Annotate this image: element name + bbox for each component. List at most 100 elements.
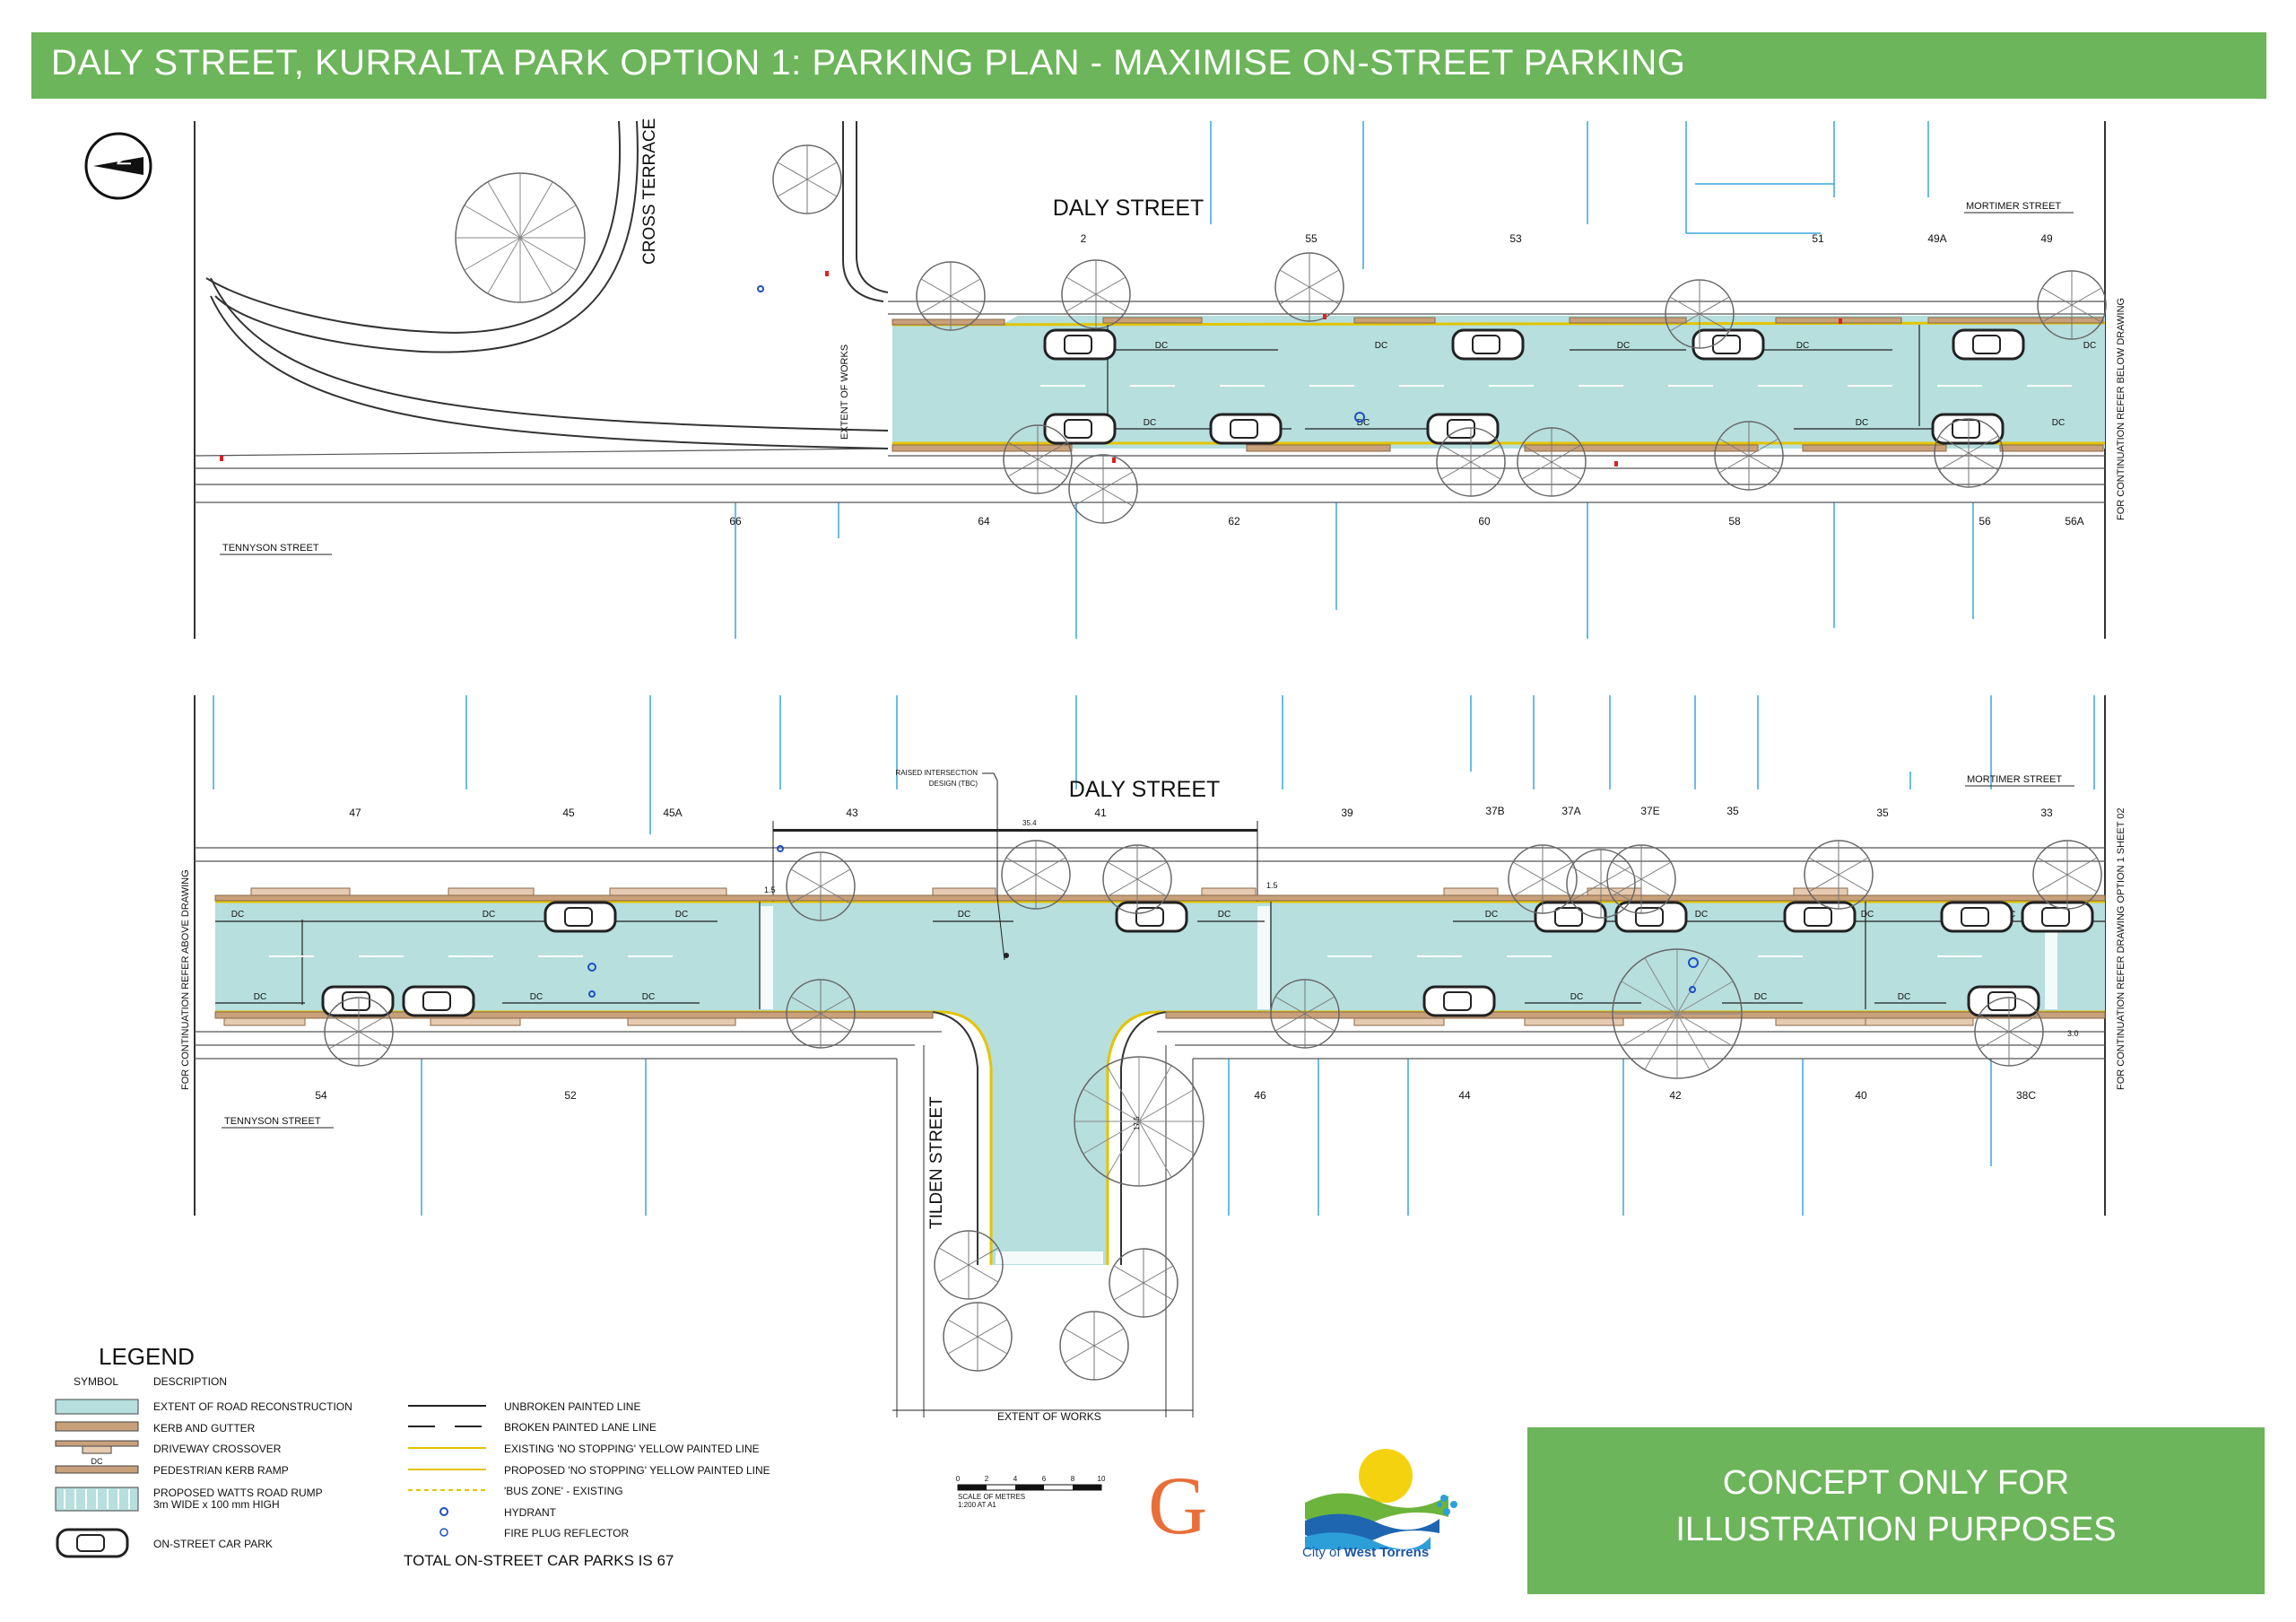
extent-of-works-label: EXTENT OF WORKS: [997, 1410, 1101, 1423]
car-park: [321, 985, 395, 1017]
total-car-parks: TOTAL ON-STREET CAR PARKS IS 67: [404, 1552, 674, 1569]
council-name: West Torrens: [1344, 1545, 1430, 1560]
g-logo: G: [1148, 1460, 1208, 1551]
car-park: [1614, 901, 1688, 933]
legend-item: EXISTING 'NO STOPPING' YELLOW PAINTED LI…: [504, 1443, 760, 1455]
legend-item: 'BUS ZONE' - EXISTING: [504, 1485, 623, 1497]
svg-text:53: 53: [1509, 232, 1522, 245]
svg-text:60: 60: [1478, 515, 1491, 528]
svg-text:DC: DC: [1155, 341, 1168, 351]
tennyson-label: TENNYSON STREET: [222, 543, 319, 554]
legend-description-header: DESCRIPTION: [153, 1375, 228, 1388]
svg-text:DC: DC: [958, 910, 970, 920]
street-label: DALY STREET: [1053, 196, 1205, 221]
svg-text:DC: DC: [1485, 910, 1498, 920]
svg-text:2: 2: [985, 1475, 989, 1483]
car-park: [1115, 901, 1188, 933]
road-reconstruction-top: [892, 316, 2105, 449]
dimension-30: 3.0: [2067, 1029, 2079, 1038]
extent-of-works-label: EXTENT OF WORKS: [839, 344, 850, 440]
mortimer-label: MORTIMER STREET: [1966, 201, 2061, 212]
svg-text:42: 42: [1669, 1089, 1682, 1102]
svg-text:DC: DC: [1754, 992, 1767, 1002]
svg-text:DC: DC: [1898, 992, 1910, 1002]
svg-text:DC: DC: [1617, 341, 1630, 351]
svg-text:37E: 37E: [1640, 805, 1659, 817]
fire-plug-icon: [439, 1528, 448, 1537]
car-park: [1209, 413, 1283, 445]
title-banner: DALY STREET, KURRALTA PARK OPTION 1: PAR…: [31, 32, 2266, 99]
svg-text:DC: DC: [1357, 418, 1370, 428]
svg-text:DC: DC: [2052, 418, 2065, 428]
hydrant-icon: [439, 1507, 448, 1516]
car-park: [1692, 328, 1765, 361]
continuation-left: FOR CONTINUATION REFER ABOVE DRAWING: [180, 869, 191, 1090]
svg-text:DC: DC: [1796, 341, 1809, 351]
legend-item: ON-STREET CAR PARK: [153, 1538, 273, 1550]
concept-line-1: CONCEPT ONLY FOR: [1722, 1464, 2070, 1502]
legend-item: PEDESTRIAN KERB RAMP: [153, 1464, 289, 1477]
lot-numbers-bottom: 47 45 45A 43 41 39 37B 37A 37E 35 35 33 …: [315, 805, 2053, 1102]
north-arrow-icon: N: [84, 132, 152, 200]
legend-symbol-header: SYMBOL: [74, 1375, 119, 1388]
svg-text:8: 8: [1071, 1475, 1075, 1483]
lot-numbers-top: 2 55 53 51 49A 49 66 64 62 60 58 56 56A: [729, 232, 2083, 528]
legend-symbols: DC: [55, 1399, 486, 1558]
tilden-label: TILDEN STREET: [927, 1096, 946, 1229]
svg-text:58: 58: [1728, 515, 1741, 528]
svg-text:39: 39: [1341, 807, 1353, 819]
svg-text:4: 4: [1013, 1475, 1018, 1483]
svg-text:47: 47: [349, 807, 361, 819]
svg-text:66: 66: [729, 515, 742, 528]
svg-text:DESIGN (TBC): DESIGN (TBC): [929, 780, 978, 788]
raised-intersection-note: RAISED INTERSECTION DESIGN (TBC): [895, 769, 978, 788]
car-park: [1940, 901, 2013, 933]
svg-text:DC: DC: [254, 992, 266, 1002]
svg-text:49: 49: [2040, 232, 2053, 245]
svg-text:49A: 49A: [1927, 232, 1946, 245]
svg-text:51: 51: [1812, 232, 1824, 245]
svg-text:62: 62: [1228, 515, 1240, 528]
legend-item: FIRE PLUG REFLECTOR: [504, 1527, 630, 1539]
svg-text:1:200 AT A1: 1:200 AT A1: [958, 1501, 996, 1509]
svg-text:DC: DC: [642, 992, 655, 1002]
svg-text:37B: 37B: [1485, 805, 1504, 817]
svg-text:56: 56: [1979, 515, 1991, 528]
continuation-note: FOR CONTINUATION REFER BELOW DRAWING: [2116, 298, 2126, 520]
dimension-354: 35.4: [1022, 819, 1037, 827]
svg-text:10: 10: [1098, 1475, 1106, 1483]
svg-text:54: 54: [315, 1089, 327, 1102]
svg-text:35: 35: [1876, 807, 1889, 819]
concept-notice: CONCEPT ONLY FOR ILLUSTRATION PURPOSES: [1527, 1427, 2265, 1594]
svg-text:0: 0: [956, 1475, 961, 1483]
car-park: [1451, 328, 1525, 361]
car-park: [402, 985, 475, 1017]
council-logo-text: City of West Torrens: [1302, 1545, 1429, 1560]
bottom-panel: DC DC DC DC DC DC DC DC DC DC DC DC DC D…: [180, 695, 2126, 1423]
page-title: DALY STREET, KURRALTA PARK OPTION 1: PAR…: [51, 43, 1686, 83]
svg-text:45A: 45A: [663, 807, 682, 819]
dimension-15: 1.5: [1266, 881, 1278, 890]
legend-title: LEGEND: [99, 1343, 195, 1370]
tennyson-label: TENNYSON STREET: [224, 1116, 321, 1127]
svg-text:DC: DC: [483, 910, 495, 920]
car-park: [1422, 985, 1496, 1017]
car-park: [1043, 328, 1117, 361]
top-panel: DC DC DC DC DC DC DC DC DC: [84, 118, 2126, 639]
car-park: [1952, 328, 2025, 361]
svg-text:DC: DC: [675, 910, 688, 920]
dimension-175: 17.5: [1133, 1116, 1141, 1130]
legend-dc-symbol: DC: [91, 1457, 103, 1466]
svg-text:DC: DC: [1144, 418, 1156, 428]
svg-text:DC: DC: [1218, 910, 1231, 920]
legend-item: HYDRANT: [504, 1506, 557, 1519]
dimension-15-left: 1.5: [764, 885, 776, 894]
svg-text:56A: 56A: [2065, 515, 2083, 528]
svg-text:2: 2: [1081, 232, 1087, 245]
svg-text:DC: DC: [1570, 992, 1583, 1002]
svg-text:44: 44: [1458, 1089, 1471, 1102]
svg-text:41: 41: [1094, 807, 1107, 819]
svg-text:40: 40: [1855, 1089, 1867, 1102]
svg-text:DC: DC: [231, 910, 244, 920]
